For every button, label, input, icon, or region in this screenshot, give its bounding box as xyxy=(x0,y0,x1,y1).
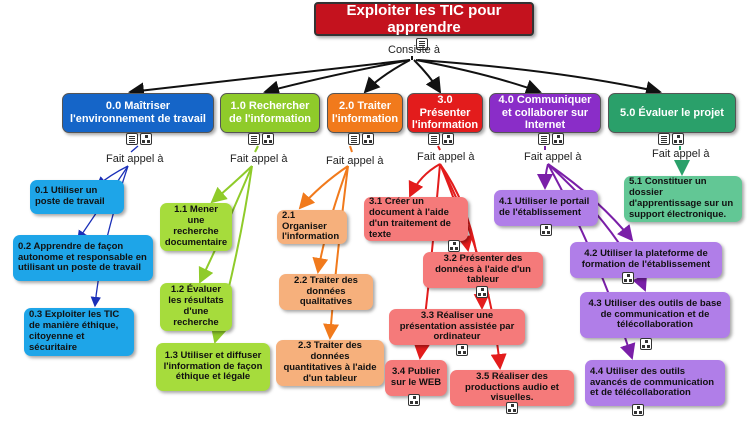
node-3-3[interactable]: 3.3 Réaliser une présentation assistée p… xyxy=(389,309,525,345)
network-icon[interactable] xyxy=(448,240,460,252)
document-icon[interactable] xyxy=(248,133,260,145)
node-2-2-label: 2.2 Traiter des données qualitatives xyxy=(294,274,358,308)
network-icon[interactable] xyxy=(540,224,552,236)
node-3-4[interactable]: 3.4 Publier sur le WEB xyxy=(385,360,447,396)
network-icon[interactable] xyxy=(552,133,564,145)
node-4-2-label: 4.2 Utiliser la plateforme de formation … xyxy=(581,248,711,270)
node-5-1-label: 5.1 Constituer un dossier d'apprentissag… xyxy=(629,176,734,220)
document-icon[interactable] xyxy=(428,133,440,145)
map-title-text: Exploiter les TIC pour apprendre xyxy=(346,1,502,36)
node-3-2-label: 3.2 Présenter des données à l'aide d'un … xyxy=(435,252,531,286)
node-4-2[interactable]: 4.2 Utiliser la plateforme de formation … xyxy=(570,242,722,278)
document-icon[interactable] xyxy=(658,133,670,145)
node-0-3-label: 0.3 Exploiter les TIC de manière éthique… xyxy=(29,309,120,353)
root-link-label: Consiste à xyxy=(388,44,440,56)
link-label-3: Fait appel à xyxy=(417,151,475,163)
node-2-1-label: 2.1 Organiser l'information xyxy=(282,209,340,243)
document-icon[interactable] xyxy=(416,38,428,50)
network-icon[interactable] xyxy=(140,133,152,145)
node-1-3-label: 1.3 Utiliser et diffuser l'information d… xyxy=(163,349,263,383)
node-4-3[interactable]: 4.3 Utiliser des outils de base de commu… xyxy=(580,292,730,338)
node-0-2-label: 0.2 Apprendre de façon autonome et respo… xyxy=(18,240,147,274)
network-icon[interactable] xyxy=(262,133,274,145)
category-5-label: 5.0 Évaluer le projet xyxy=(620,106,724,119)
node-3-1[interactable]: 3.1 Créer un document à l'aide d'un trai… xyxy=(364,196,468,241)
node-1-3[interactable]: 1.3 Utiliser et diffuser l'information d… xyxy=(156,343,270,391)
node-0-1[interactable]: 0.1 Utiliser un poste de travail xyxy=(30,180,124,214)
node-1-2-label: 1.2 Évaluer les résultats d'une recherch… xyxy=(168,284,224,328)
node-3-5[interactable]: 3.5 Réaliser des productions audio et vi… xyxy=(450,370,574,406)
node-4-4[interactable]: 4.4 Utiliser des outils avancés de commu… xyxy=(585,360,725,406)
network-icon[interactable] xyxy=(632,404,644,416)
category-0-label: 0.0 Maîtriser l'environnement de travail xyxy=(70,100,206,125)
category-2-label: 2.0 Traiter l'information xyxy=(331,100,399,125)
node-4-1[interactable]: 4.1 Utiliser le portail de l'établisseme… xyxy=(494,190,598,226)
network-icon[interactable] xyxy=(362,133,374,145)
node-1-1-label: 1.1 Mener une recherche documentaire xyxy=(164,204,228,248)
category-3[interactable]: 3.0 Présenter l'information xyxy=(407,93,483,133)
node-0-2[interactable]: 0.2 Apprendre de façon autonome et respo… xyxy=(13,235,153,281)
network-icon[interactable] xyxy=(442,133,454,145)
node-1-2[interactable]: 1.2 Évaluer les résultats d'une recherch… xyxy=(160,283,232,331)
category-0[interactable]: 0.0 Maîtriser l'environnement de travail xyxy=(62,93,214,133)
category-4[interactable]: 4.0 Communiquer et collaborer sur Intern… xyxy=(489,93,601,133)
node-3-1-label: 3.1 Créer un document à l'aide d'un trai… xyxy=(369,196,451,240)
node-2-2[interactable]: 2.2 Traiter des données qualitatives xyxy=(279,274,373,310)
network-icon[interactable] xyxy=(640,338,652,350)
network-icon[interactable] xyxy=(456,344,468,356)
node-5-1[interactable]: 5.1 Constituer un dossier d'apprentissag… xyxy=(624,176,742,222)
network-icon[interactable] xyxy=(506,402,518,414)
category-4-label: 4.0 Communiquer et collaborer sur Intern… xyxy=(498,94,592,132)
map-title[interactable]: Exploiter les TIC pour apprendre xyxy=(314,2,534,36)
network-icon[interactable] xyxy=(672,133,684,145)
node-2-3-label: 2.3 Traiter des données quantitatives à … xyxy=(283,340,377,384)
node-3-5-label: 3.5 Réaliser des productions audio et vi… xyxy=(465,370,559,404)
document-icon[interactable] xyxy=(348,133,360,145)
network-icon[interactable] xyxy=(622,272,634,284)
category-5[interactable]: 5.0 Évaluer le projet xyxy=(608,93,736,133)
node-3-4-label: 3.4 Publier sur le WEB xyxy=(390,366,442,388)
node-0-1-label: 0.1 Utiliser un poste de travail xyxy=(35,185,105,207)
link-label-4: Fait appel à xyxy=(524,151,582,163)
category-1-label: 1.0 Rechercher de l'information xyxy=(228,100,312,125)
link-label-5: Fait appel à xyxy=(652,148,710,160)
link-label-1: Fait appel à xyxy=(230,153,288,165)
node-2-3[interactable]: 2.3 Traiter des données quantitatives à … xyxy=(276,340,384,386)
category-2[interactable]: 2.0 Traiter l'information xyxy=(327,93,403,133)
node-4-1-label: 4.1 Utiliser le portail de l'établisseme… xyxy=(499,196,590,218)
node-4-4-label: 4.4 Utiliser des outils avancés de commu… xyxy=(590,365,715,399)
network-icon[interactable] xyxy=(408,394,420,406)
category-1[interactable]: 1.0 Rechercher de l'information xyxy=(220,93,320,133)
network-icon[interactable] xyxy=(476,286,488,298)
link-label-2: Fait appel à xyxy=(326,155,384,167)
node-1-1[interactable]: 1.1 Mener une recherche documentaire xyxy=(160,203,232,251)
link-label-0: Fait appel à xyxy=(106,153,164,165)
node-3-2[interactable]: 3.2 Présenter des données à l'aide d'un … xyxy=(423,252,543,288)
node-0-3[interactable]: 0.3 Exploiter les TIC de manière éthique… xyxy=(24,308,134,356)
document-icon[interactable] xyxy=(126,133,138,145)
node-2-1[interactable]: 2.1 Organiser l'information xyxy=(277,210,347,244)
node-4-3-label: 4.3 Utiliser des outils de base de commu… xyxy=(588,297,722,331)
node-3-3-label: 3.3 Réaliser une présentation assistée p… xyxy=(399,309,515,343)
category-3-label: 3.0 Présenter l'information xyxy=(411,94,479,132)
document-icon[interactable] xyxy=(538,133,550,145)
